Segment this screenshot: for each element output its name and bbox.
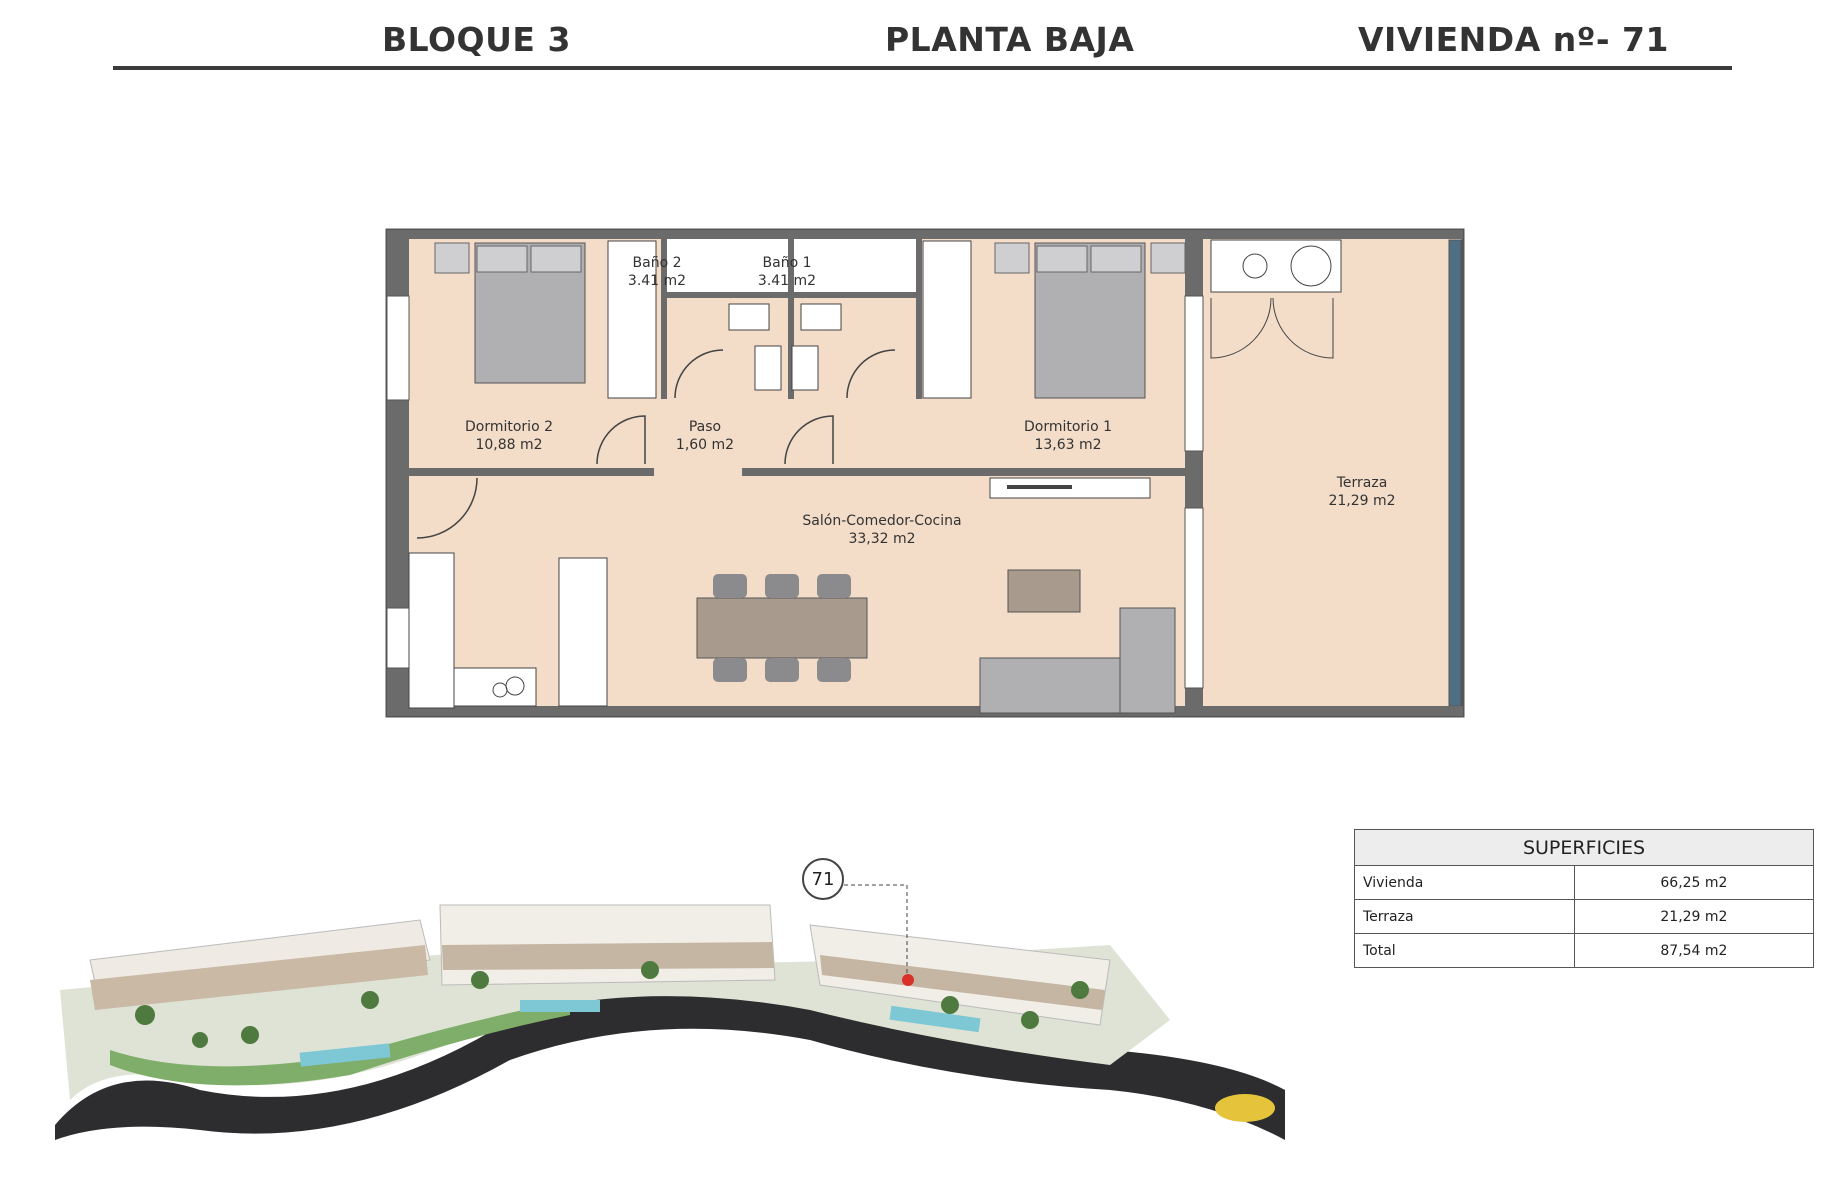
site-render-illustration (55, 884, 1285, 1140)
room-paso: Paso 1,60 m2 (676, 418, 734, 454)
room-area: 21,29 m2 (1328, 493, 1396, 509)
row-value: 21,29 m2 (1573, 899, 1815, 934)
room-name: Baño 2 (632, 255, 682, 271)
unit-marker: 71 (802, 858, 844, 900)
bath2-floor (667, 239, 788, 292)
table-row: Vivienda 66,25 m2 (1354, 865, 1815, 900)
room-area: 3.41 m2 (757, 273, 817, 289)
room-area: 13,63 m2 (1034, 437, 1102, 453)
table-title: SUPERFICIES (1354, 829, 1814, 866)
room-area: 1,60 m2 (675, 437, 735, 453)
site-render (50, 850, 1290, 1150)
room-salon: Salón-Comedor-Cocina 33,32 m2 (802, 512, 961, 548)
bath1-right-wall (916, 239, 922, 399)
room-name: Baño 1 (762, 255, 812, 271)
room-dormitorio2: Dormitorio 2 10,88 m2 (465, 418, 553, 454)
kitchen-hob-counter (453, 667, 537, 707)
window-left-2 (386, 607, 410, 669)
floor-plan: Baño 2 3.41 m2 Baño 1 3.41 m2 Dormitorio… (385, 228, 1465, 718)
room-terraza: Terraza 21,29 m2 (1328, 474, 1395, 510)
header-divider (113, 66, 1732, 70)
kitchen-counter (408, 552, 455, 709)
floor-title: PLANTA BAJA (885, 20, 1135, 59)
bedroom1-wall (742, 468, 1185, 476)
kitchen-island (558, 557, 608, 707)
wardrobe-1 (922, 240, 972, 399)
window-left-1 (386, 295, 410, 401)
superficies-table: SUPERFICIES Vivienda 66,25 m2 Terraza 21… (1354, 829, 1815, 968)
terrace-utility (1210, 239, 1342, 293)
room-dormitorio1: Dormitorio 1 13,63 m2 (1024, 418, 1112, 454)
bath2-wall (661, 292, 794, 298)
top-wall (387, 230, 1463, 239)
bottom-wall (387, 706, 1207, 716)
wardrobe-2 (607, 240, 657, 399)
terrace-railing (1448, 239, 1462, 707)
floor-plan-drawing (385, 228, 1465, 718)
block-title: BLOQUE 3 (382, 20, 571, 59)
room-bano2: Baño 2 3.41 m2 (628, 254, 686, 290)
table-row: Total 87,54 m2 (1354, 933, 1815, 968)
table-row: Terraza 21,29 m2 (1354, 899, 1815, 934)
coffee-table (1007, 569, 1081, 613)
terrace-bottom-edge (1203, 706, 1463, 716)
room-area: 33,32 m2 (848, 531, 916, 547)
terrace-door-2 (1184, 507, 1204, 689)
room-area: 3.41 m2 (627, 273, 687, 289)
room-bano1: Baño 1 3.41 m2 (758, 254, 816, 290)
row-label: Total (1354, 933, 1575, 968)
room-name: Salón-Comedor-Cocina (802, 513, 962, 529)
bath-divider-wall (788, 239, 794, 399)
room-name: Terraza (1336, 475, 1388, 491)
row-label: Terraza (1354, 899, 1575, 934)
row-label: Vivienda (1354, 865, 1575, 900)
room-area: 10,88 m2 (475, 437, 543, 453)
bath1-floor (794, 239, 916, 292)
terrace-door-1 (1184, 295, 1204, 452)
bath2-left-wall (661, 239, 667, 399)
row-value: 87,54 m2 (1573, 933, 1815, 968)
dining-table (696, 597, 868, 659)
room-name: Dormitorio 2 (464, 419, 554, 435)
row-value: 66,25 m2 (1573, 865, 1815, 900)
unit-title: VIVIENDA nº- 71 (1358, 20, 1669, 59)
unit-location-dot (902, 974, 914, 986)
bath1-wall (788, 292, 922, 298)
room-name: Paso (688, 419, 722, 435)
bedroom2-wall (409, 468, 654, 476)
room-name: Dormitorio 1 (1023, 419, 1113, 435)
